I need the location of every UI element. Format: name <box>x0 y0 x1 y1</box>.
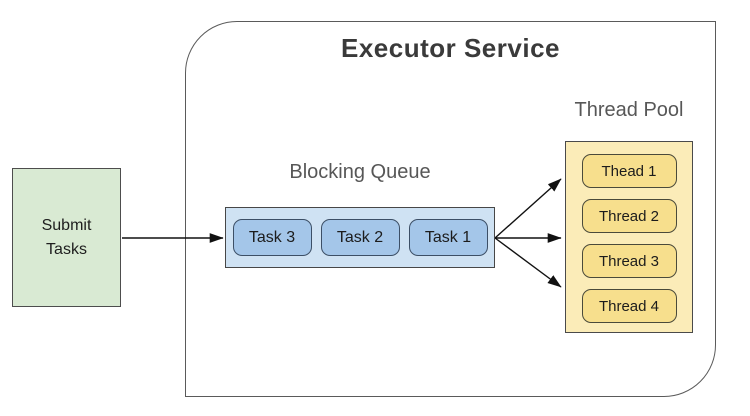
task-box-2: Task 2 <box>320 219 400 256</box>
task-box-3: Task 3 <box>232 219 312 256</box>
submit-tasks-box: Submit Tasks <box>12 168 121 307</box>
thread-box-4: Thread 4 <box>581 289 677 323</box>
thread-box-2: Thread 2 <box>581 199 677 233</box>
task-box-1: Task 1 <box>408 219 488 256</box>
executor-service-title: Executor Service <box>340 33 560 63</box>
executor-service-boundary <box>185 21 716 397</box>
submit-tasks-label-line2: Tasks <box>46 240 87 258</box>
thread-pool-box: Thead 1 Thread 2 Thread 3 Thread 4 <box>565 141 693 333</box>
submit-tasks-label-line1: Submit <box>41 217 92 235</box>
blocking-queue-label: Blocking Queue <box>289 161 431 183</box>
thread-pool-label: Thread Pool <box>574 99 684 121</box>
thread-box-3: Thread 3 <box>581 244 677 278</box>
blocking-queue-box: Task 3 Task 2 Task 1 <box>225 207 495 268</box>
thread-box-1: Thead 1 <box>581 154 677 188</box>
